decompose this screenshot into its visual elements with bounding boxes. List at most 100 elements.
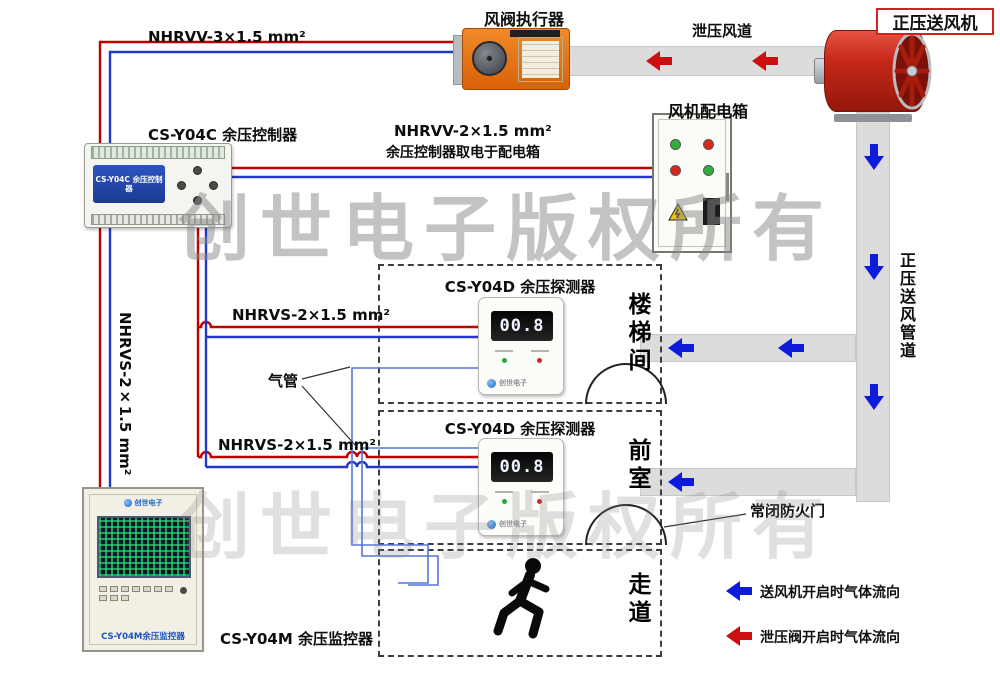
legend-relief-arrow <box>726 626 752 646</box>
relief-flow-arrow-1 <box>646 51 672 71</box>
power-box-door <box>658 119 726 247</box>
door-arc-front-left <box>585 504 627 546</box>
label-cable-nhrvv3: NHRVV-3×1.5 mm² <box>148 28 306 46</box>
legend-relief-text: 泄压阀开启时气体流向 <box>760 630 900 646</box>
actuator-hub <box>472 41 507 76</box>
room-box-stairwell <box>378 264 662 404</box>
label-cable-nhrvs-monitor: NHRVS-2×1.5 mm² <box>116 312 134 476</box>
monitor-screen <box>97 516 191 578</box>
brand-logo-icon <box>123 499 132 507</box>
monitor-device: 创世电子 CS-Y04M余压监控器 <box>82 487 204 652</box>
fan-impeller <box>892 32 932 110</box>
detector-stair-mark-1 <box>495 350 513 352</box>
controller-button-down <box>193 196 202 205</box>
controller-top-terminals <box>91 146 225 159</box>
monitor-key <box>120 594 129 601</box>
monitor-keypad <box>97 584 177 602</box>
relief-flow-arrow-2 <box>752 51 778 71</box>
room-box-corridor <box>378 549 662 657</box>
detector-front-mark-2 <box>531 491 549 493</box>
warning-triangle-icon <box>668 203 688 221</box>
label-cable-nhrvs-front: NHRVS-2×1.5 mm² <box>218 436 376 454</box>
controller-lcd: CS-Y04C 余压控制器 <box>93 165 165 203</box>
room-box-front-room <box>378 410 662 545</box>
air-tube-pointer-2 <box>301 385 357 447</box>
wire-red-actuator <box>98 40 462 143</box>
monitor-door <box>89 494 197 645</box>
actuator-device <box>453 28 570 90</box>
label-power-box: 风机配电箱 <box>668 102 749 121</box>
detector-stair-led-red <box>537 358 542 363</box>
controller-bottom-terminals <box>91 214 225 225</box>
brand-text: 创世电子 <box>499 520 527 528</box>
door-arc-stair-right <box>625 363 667 405</box>
actuator-shaft <box>485 54 494 63</box>
legend-supply-arrow <box>726 581 752 601</box>
monitor-key <box>164 585 173 592</box>
supply-fan-device <box>814 22 938 122</box>
monitor-logo: 创世电子 <box>84 498 202 508</box>
detector-front-mark-1 <box>495 491 513 493</box>
running-person-icon <box>493 558 550 639</box>
label-detector-front: CS-Y04D 余压探测器 <box>444 420 596 438</box>
detector-front-led-red <box>537 499 542 504</box>
controller-button-left <box>177 181 186 190</box>
supply-flow-arrow-stair-1 <box>668 338 694 358</box>
supply-flow-arrow-down-3 <box>864 384 884 410</box>
power-box-device <box>652 113 732 253</box>
power-box-lamp-green-1 <box>670 139 681 150</box>
controller-button-up <box>193 166 202 175</box>
door-arc-stair-left <box>585 363 627 405</box>
brand-text: 创世电子 <box>499 379 527 387</box>
label-room-stairwell: 楼梯间 <box>624 292 650 376</box>
label-cable-nhrvv2-note: 余压控制器取电于配电箱 <box>386 145 540 161</box>
label-supply-fan: 正压送风机 <box>876 8 994 35</box>
wire-blue-detector-front <box>206 460 478 469</box>
supply-duct-vertical-run <box>856 112 890 502</box>
monitor-key <box>142 585 151 592</box>
fan-base <box>834 114 912 122</box>
monitor-panel-label: CS-Y04M余压监控器 <box>101 632 185 642</box>
door-arc-front-right <box>625 504 667 546</box>
controller-device: CS-Y04C 余压控制器 <box>84 143 232 228</box>
leader-lines <box>301 366 747 528</box>
brand-logo-icon <box>487 519 496 529</box>
air-tube-front <box>361 447 478 586</box>
label-supply-duct: 正压送风管道 <box>897 252 916 360</box>
monitor-keyhole <box>180 587 187 594</box>
supply-flow-arrow-front <box>668 472 694 492</box>
controller-keypad <box>175 166 221 206</box>
detector-front-led-green <box>502 499 507 504</box>
label-detector-stair: CS-Y04D 余压探测器 <box>444 278 596 296</box>
air-tube-pointer-1 <box>301 366 351 380</box>
label-room-corridor: 走道 <box>624 572 650 628</box>
detector-front-device: 00.8 创世电子 <box>478 438 564 536</box>
power-box-handle <box>726 173 729 201</box>
power-box-lamp-red-1 <box>703 139 714 150</box>
detector-stair-display: 00.8 <box>491 311 553 341</box>
label-air-tube: 气管 <box>268 372 299 390</box>
actuator-terminal-strip <box>510 30 560 37</box>
door-symbols <box>585 363 667 546</box>
label-room-front: 前室 <box>624 438 650 494</box>
relief-duct-run <box>568 46 826 76</box>
power-box-lamp-red-2 <box>670 165 681 176</box>
monitor-key <box>98 585 107 592</box>
power-box-lamp-green-2 <box>703 165 714 176</box>
monitor-key <box>153 585 162 592</box>
controller-button-right <box>209 181 218 190</box>
supply-flow-arrow-down-1 <box>864 144 884 170</box>
monitor-key <box>98 594 107 601</box>
monitor-key <box>109 585 118 592</box>
supply-flow-arrow-stair-2 <box>778 338 804 358</box>
actuator-nameplate <box>518 37 563 82</box>
blue-wires <box>108 50 652 489</box>
label-monitor: CS-Y04M 余压监控器 <box>220 630 373 648</box>
monitor-key <box>109 594 118 601</box>
label-relief-duct: 泄压风道 <box>692 22 753 40</box>
label-actuator: 风阀执行器 <box>484 10 565 29</box>
monitor-key <box>131 585 140 592</box>
detector-front-display: 00.8 <box>491 452 553 482</box>
fire-door-pointer <box>663 513 747 528</box>
